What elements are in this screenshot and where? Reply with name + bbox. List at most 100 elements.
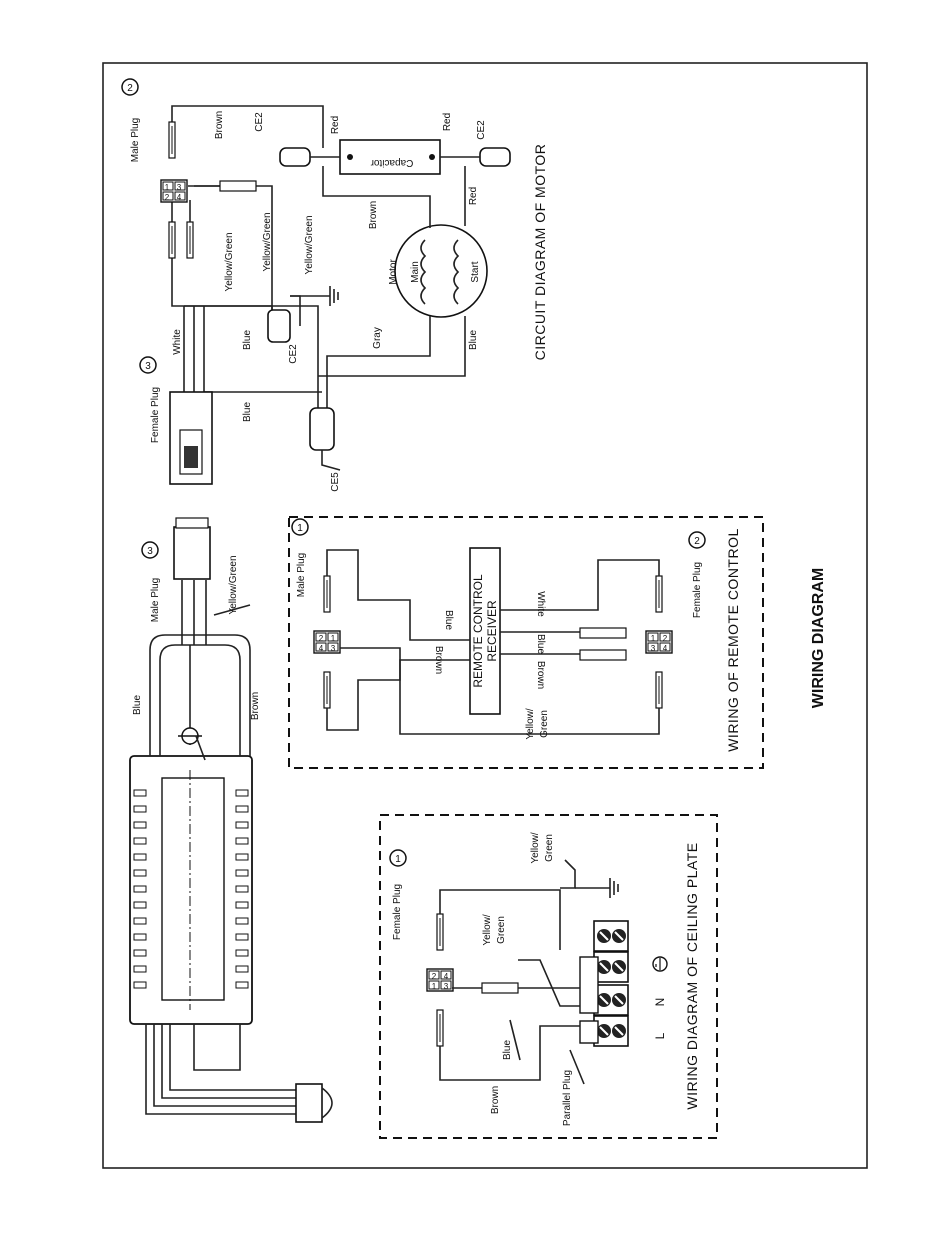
label-ceiling-blue: Blue <box>502 1040 513 1060</box>
motor-label: Motor <box>388 259 399 285</box>
label-ceiling-yellow-left: Yellow/ <box>482 914 493 946</box>
badge-3-motor <box>139 356 157 374</box>
pin-2: 2 <box>663 634 668 643</box>
ceiling-terminal-ground <box>593 920 629 952</box>
label-ceiling-female-plug: Female Plug <box>392 884 403 940</box>
pin-3: 3 <box>444 982 449 991</box>
label-remote-white: White <box>535 591 546 617</box>
label-yellow-green-2: Yellow/Green <box>262 212 273 271</box>
remote-receiver-line1: REMOTE CONTROL <box>471 574 485 688</box>
label-yellow-green-3: Yellow/Green <box>304 215 315 274</box>
label-fan-yellow-green: Yellow/Green <box>228 555 239 614</box>
label-yellow-green-1: Yellow/Green <box>224 232 235 291</box>
badge-2-remote-text: 2 <box>694 536 700 547</box>
label-female-plug-3: Female Plug <box>150 387 161 443</box>
motor-symbol <box>394 224 488 318</box>
label-remote-brown-left: Brown <box>433 646 444 674</box>
label-remote-yellow: Yellow/ <box>525 708 536 740</box>
start-winding-label: Start <box>470 261 481 282</box>
terminal-l-label: L <box>653 1032 667 1039</box>
main-winding-label: Main <box>410 261 421 283</box>
ceiling-terminal-l <box>593 984 629 1016</box>
pin-4: 4 <box>444 972 449 981</box>
label-ceiling-brown: Brown <box>490 1086 501 1114</box>
badge-3-fan-text: 3 <box>147 546 153 557</box>
label-ce5: CE5 <box>330 472 341 492</box>
ce2-connector-right <box>479 147 511 167</box>
label-remote-green: Green <box>539 710 550 738</box>
motor-section-title: CIRCUIT DIAGRAM OF MOTOR <box>532 144 548 361</box>
remote-section-title: WIRING OF REMOTE CONTROL <box>725 528 741 752</box>
pin-3: 3 <box>177 183 182 192</box>
label-ceiling-green-left: Green <box>496 916 507 944</box>
pin-2: 2 <box>319 634 324 643</box>
ce2-connector-left <box>279 147 311 167</box>
badge-2-motor <box>121 78 139 96</box>
ce2-connector-lower <box>267 309 291 343</box>
label-red-top-left: Red <box>330 116 341 134</box>
fan-unit-section: 3 Male Plug Yellow/Green Blue Brown <box>129 517 333 1123</box>
badge-3-fan <box>141 541 159 559</box>
ceiling-section-box <box>379 814 718 1139</box>
label-ce2-lower: CE2 <box>288 344 299 364</box>
label-remote-blue-right: Blue <box>535 634 546 654</box>
label-ceiling-yellow-right: Yellow/ <box>530 832 541 864</box>
pin-1: 1 <box>331 634 336 643</box>
label-white: White <box>172 329 183 355</box>
badge-1-remote-text: 1 <box>297 523 303 534</box>
motor-circuit-section: Capacitor Motor Main Start <box>121 78 548 492</box>
label-remote-female-plug: Female Plug <box>692 562 703 618</box>
label-brown-mid: Brown <box>368 201 379 229</box>
label-remote-male-plug: Male Plug <box>296 553 307 597</box>
fan-bottom-connector <box>295 1083 323 1123</box>
label-blue-1: Blue <box>242 330 253 350</box>
label-ce2-top-left: CE2 <box>254 112 265 132</box>
label-remote-blue-left: Blue <box>443 610 454 630</box>
page-title: WIRING DIAGRAM <box>810 568 827 708</box>
fan-male-plug <box>173 526 211 580</box>
label-brown-top: Brown <box>214 111 225 139</box>
ceiling-plate-section: 2 4 1 3 N L 1 Female Plug Ye <box>379 814 718 1139</box>
remote-control-section: REMOTE CONTROL RECEIVER 2 1 4 3 1 2 3 4 … <box>288 516 764 769</box>
pin-2: 2 <box>165 193 170 202</box>
page-border <box>102 62 868 1169</box>
badge-2-motor-text: 2 <box>127 83 133 94</box>
label-ce2-top-right: CE2 <box>476 120 487 140</box>
pin-4: 4 <box>663 644 668 653</box>
pin-1: 1 <box>651 634 656 643</box>
label-fan-brown: Brown <box>250 692 261 720</box>
pin-3: 3 <box>651 644 656 653</box>
label-male-plug-2: Male Plug <box>130 118 141 162</box>
remote-receiver-line2: RECEIVER <box>485 600 499 662</box>
remote-section-box <box>288 516 764 769</box>
label-ceiling-parallel-plug: Parallel Plug <box>562 1070 573 1126</box>
badge-1-ceiling-text: 1 <box>395 854 401 865</box>
pin-3: 3 <box>331 644 336 653</box>
pin-1: 1 <box>432 982 437 991</box>
pin-4: 4 <box>319 644 324 653</box>
label-red-top-right: Red <box>442 113 453 131</box>
label-remote-brown-right: Brown <box>535 661 546 689</box>
ceiling-terminal-parallel <box>593 1015 629 1047</box>
label-blue-2: Blue <box>468 330 479 350</box>
label-ceiling-green-right: Green <box>544 834 555 862</box>
remote-receiver <box>469 547 501 715</box>
ceiling-terminal-n <box>593 951 629 983</box>
pin-4: 4 <box>177 193 182 202</box>
pin-1: 1 <box>165 183 170 192</box>
badge-1-remote <box>291 518 309 536</box>
terminal-n-label: N <box>653 998 667 1007</box>
capacitor-label: Capacitor <box>370 157 413 168</box>
label-blue-3: Blue <box>242 402 253 422</box>
label-gray: Gray <box>372 327 383 349</box>
label-fan-male-plug: Male Plug <box>150 578 161 622</box>
badge-3-motor-text: 3 <box>145 361 151 372</box>
label-fan-blue: Blue <box>132 695 143 715</box>
label-red-mid: Red <box>468 187 479 205</box>
badge-1-ceiling <box>389 849 407 867</box>
ce5-connector <box>309 407 335 451</box>
ceiling-section-title: WIRING DIAGRAM OF CEILING PLATE <box>684 842 700 1109</box>
pin-2: 2 <box>432 972 437 981</box>
badge-2-remote <box>688 531 706 549</box>
